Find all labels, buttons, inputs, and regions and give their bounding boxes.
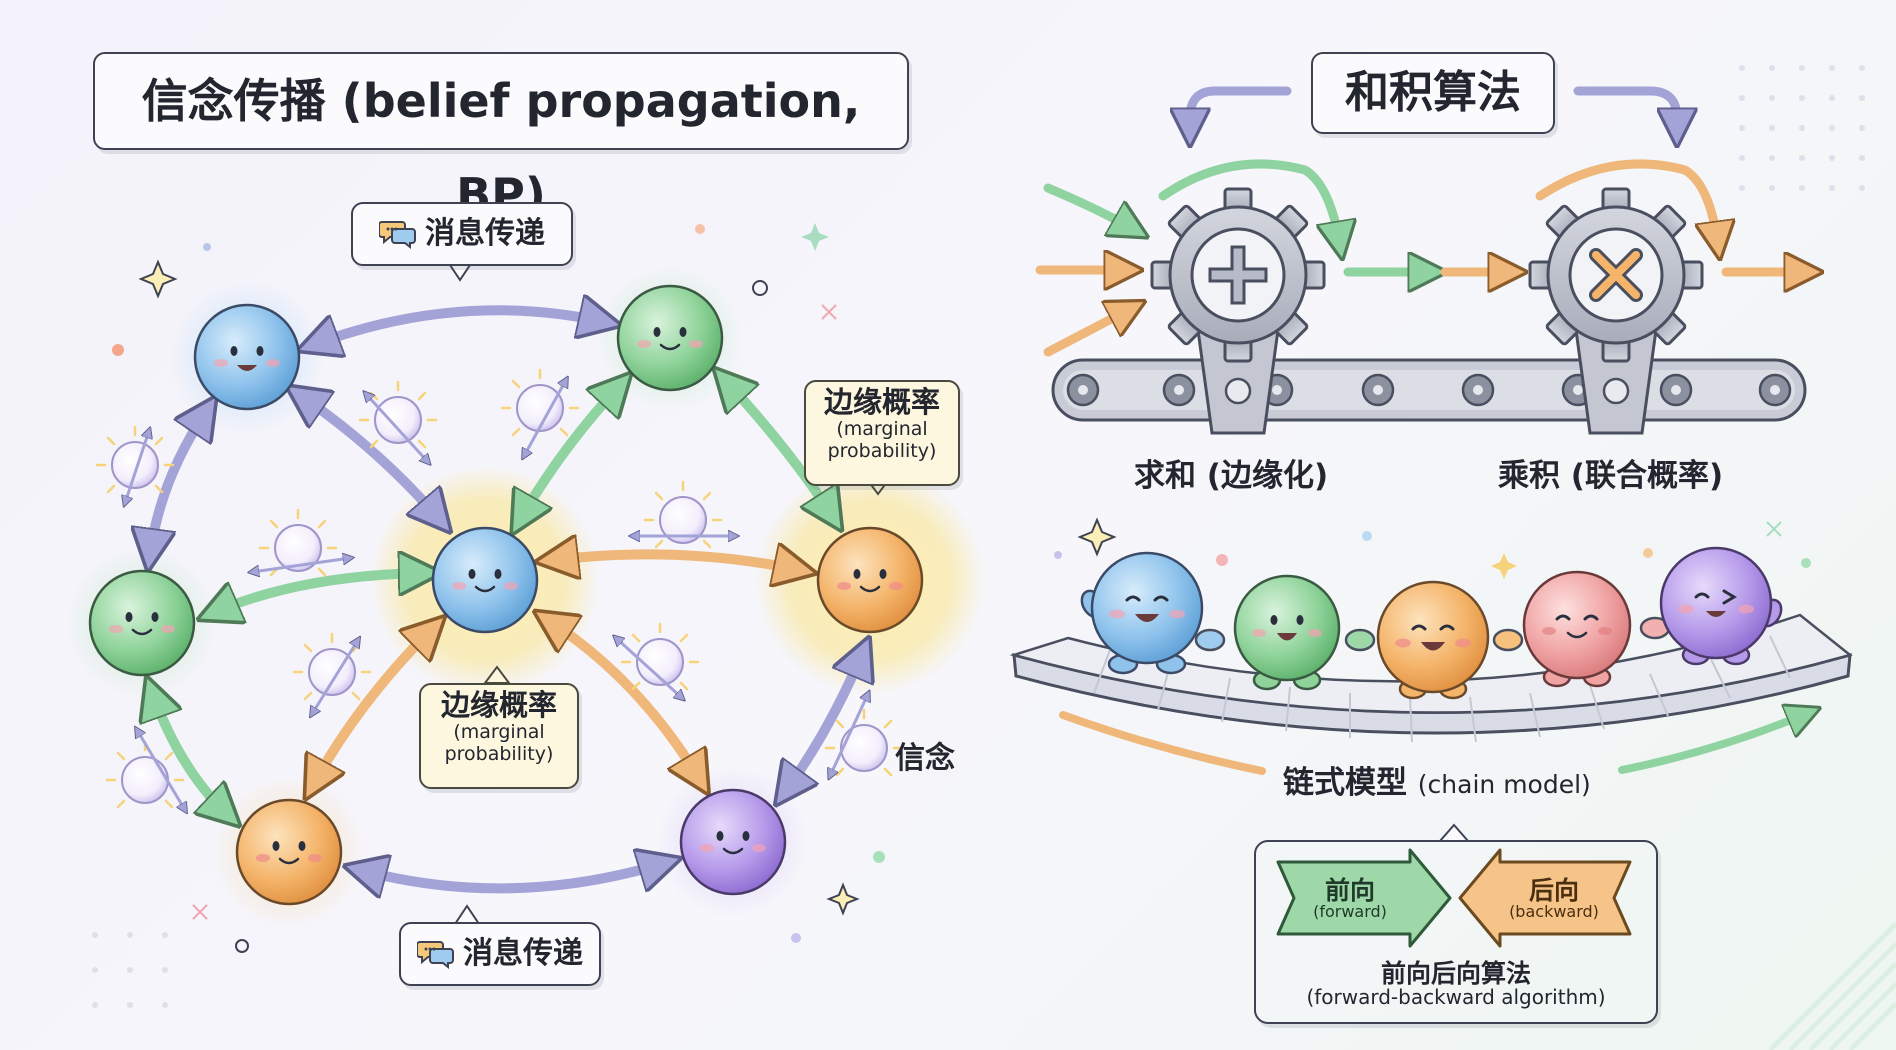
node-purple-bottom bbox=[679, 788, 787, 896]
forward-label-en: (forward) bbox=[1313, 902, 1387, 922]
edge-orange-right-purple bbox=[785, 652, 863, 792]
forward-backward-label-zh: 前向后向算法 bbox=[1380, 959, 1531, 988]
chain-characters bbox=[1080, 546, 1783, 700]
edge-center-orange-right bbox=[552, 554, 800, 570]
sum-product-title: 和积算法 bbox=[1311, 52, 1555, 134]
forward-backward-box: 前向后向算法 (forward-backward algorithm) bbox=[1254, 840, 1658, 1024]
belief-label: 信念 bbox=[895, 741, 955, 776]
node-orange-bottom bbox=[235, 798, 343, 906]
message-passing-callout-top: 消息传递 bbox=[351, 202, 573, 266]
message-orbs bbox=[95, 368, 904, 810]
chain-flow-arrows bbox=[1059, 713, 1808, 775]
multiply-gear-icon bbox=[1528, 187, 1704, 435]
glowing-orb-icon bbox=[252, 508, 350, 575]
edge-blue-left-green bbox=[150, 410, 207, 555]
marginal-label-zh: 边缘概率 bbox=[440, 688, 557, 722]
chain-node-orange bbox=[1376, 580, 1490, 700]
page-title: 信念传播 (belief propagation, BP) bbox=[93, 52, 909, 222]
glowing-orb-icon bbox=[292, 632, 372, 714]
forward-label: 前向 (forward) bbox=[1298, 876, 1402, 922]
flow-arrows bbox=[1035, 159, 1808, 357]
plus-gear-icon bbox=[1150, 187, 1326, 435]
marginal-label-en: (marginal probability) bbox=[827, 418, 937, 463]
backward-arrow-icon bbox=[1458, 848, 1632, 948]
edge-center-leftgreen bbox=[213, 573, 425, 613]
edge-green-right-orange bbox=[725, 380, 833, 517]
node-blue-center bbox=[431, 526, 539, 634]
marginal-probability-callout-center: 边缘概率 (marginal probability) bbox=[419, 683, 579, 789]
chain-model-label: 链式模型 (chain model) bbox=[1283, 757, 1591, 802]
speech-bubble-icon bbox=[417, 941, 454, 969]
node-green-top bbox=[616, 284, 724, 392]
message-edges bbox=[150, 310, 863, 888]
chain-node-blue bbox=[1080, 551, 1204, 675]
backward-label: 后向 (backward) bbox=[1502, 876, 1606, 922]
backward-label-en: (backward) bbox=[1509, 902, 1599, 922]
decor-stripes bbox=[1768, 922, 1896, 1050]
speech-bubble-icon bbox=[379, 221, 416, 249]
graph-nodes bbox=[88, 284, 924, 906]
edge-leftgreen-orange bbox=[152, 692, 228, 815]
forward-arrow-icon bbox=[1276, 848, 1452, 948]
decor-dot-grid bbox=[92, 65, 1865, 1008]
marginal-probability-callout-right: 边缘概率 (marginal probability) bbox=[804, 380, 960, 486]
glowing-orb-icon bbox=[105, 730, 185, 810]
glowing-orb-icon bbox=[358, 380, 438, 462]
forward-label-zh: 前向 bbox=[1324, 876, 1375, 905]
sum-gear-label: 求和 (边缘化) bbox=[1134, 458, 1329, 494]
backward-label-zh: 后向 bbox=[1528, 876, 1579, 905]
chain-node-pink bbox=[1522, 570, 1632, 688]
message-passing-label: 消息传递 bbox=[463, 936, 583, 971]
decor-sparkles bbox=[112, 223, 1811, 953]
conveyor-belt bbox=[1051, 358, 1807, 422]
message-passing-callout-bottom: 消息传递 bbox=[399, 922, 601, 986]
glowing-orb-icon bbox=[616, 622, 700, 698]
fb-callout-tail bbox=[1439, 823, 1469, 842]
glowing-orb-icon bbox=[500, 368, 580, 456]
chain-model-label-zh: 链式模型 bbox=[1283, 765, 1407, 801]
node-orange-right bbox=[816, 526, 924, 634]
message-passing-label: 消息传递 bbox=[425, 216, 545, 251]
edge-center-orange-bottom bbox=[313, 628, 433, 785]
marginal-label-zh: 边缘概率 bbox=[823, 385, 940, 419]
forward-backward-label-en: (forward-backward algorithm) bbox=[1306, 985, 1606, 1009]
marginal-label-en: (marginal probability) bbox=[444, 721, 554, 766]
edge-orange-purple-bottom bbox=[360, 863, 665, 888]
cycle-arrows bbox=[1190, 86, 1677, 132]
callout-tails bbox=[446, 261, 892, 925]
edge-blue-green-top bbox=[313, 310, 605, 345]
product-gear-label: 乘积 (联合概率) bbox=[1498, 458, 1724, 494]
chain-node-purple bbox=[1659, 546, 1783, 666]
glowing-orb-icon bbox=[824, 694, 904, 776]
chain-node-green bbox=[1233, 574, 1341, 691]
node-blue-top bbox=[193, 303, 301, 411]
glowing-orb-icon bbox=[95, 427, 175, 503]
node-green-left bbox=[88, 569, 196, 677]
glowing-orb-icon bbox=[633, 480, 735, 549]
chain-bridge bbox=[1009, 613, 1853, 743]
chain-model-label-en: (chain model) bbox=[1417, 770, 1591, 799]
